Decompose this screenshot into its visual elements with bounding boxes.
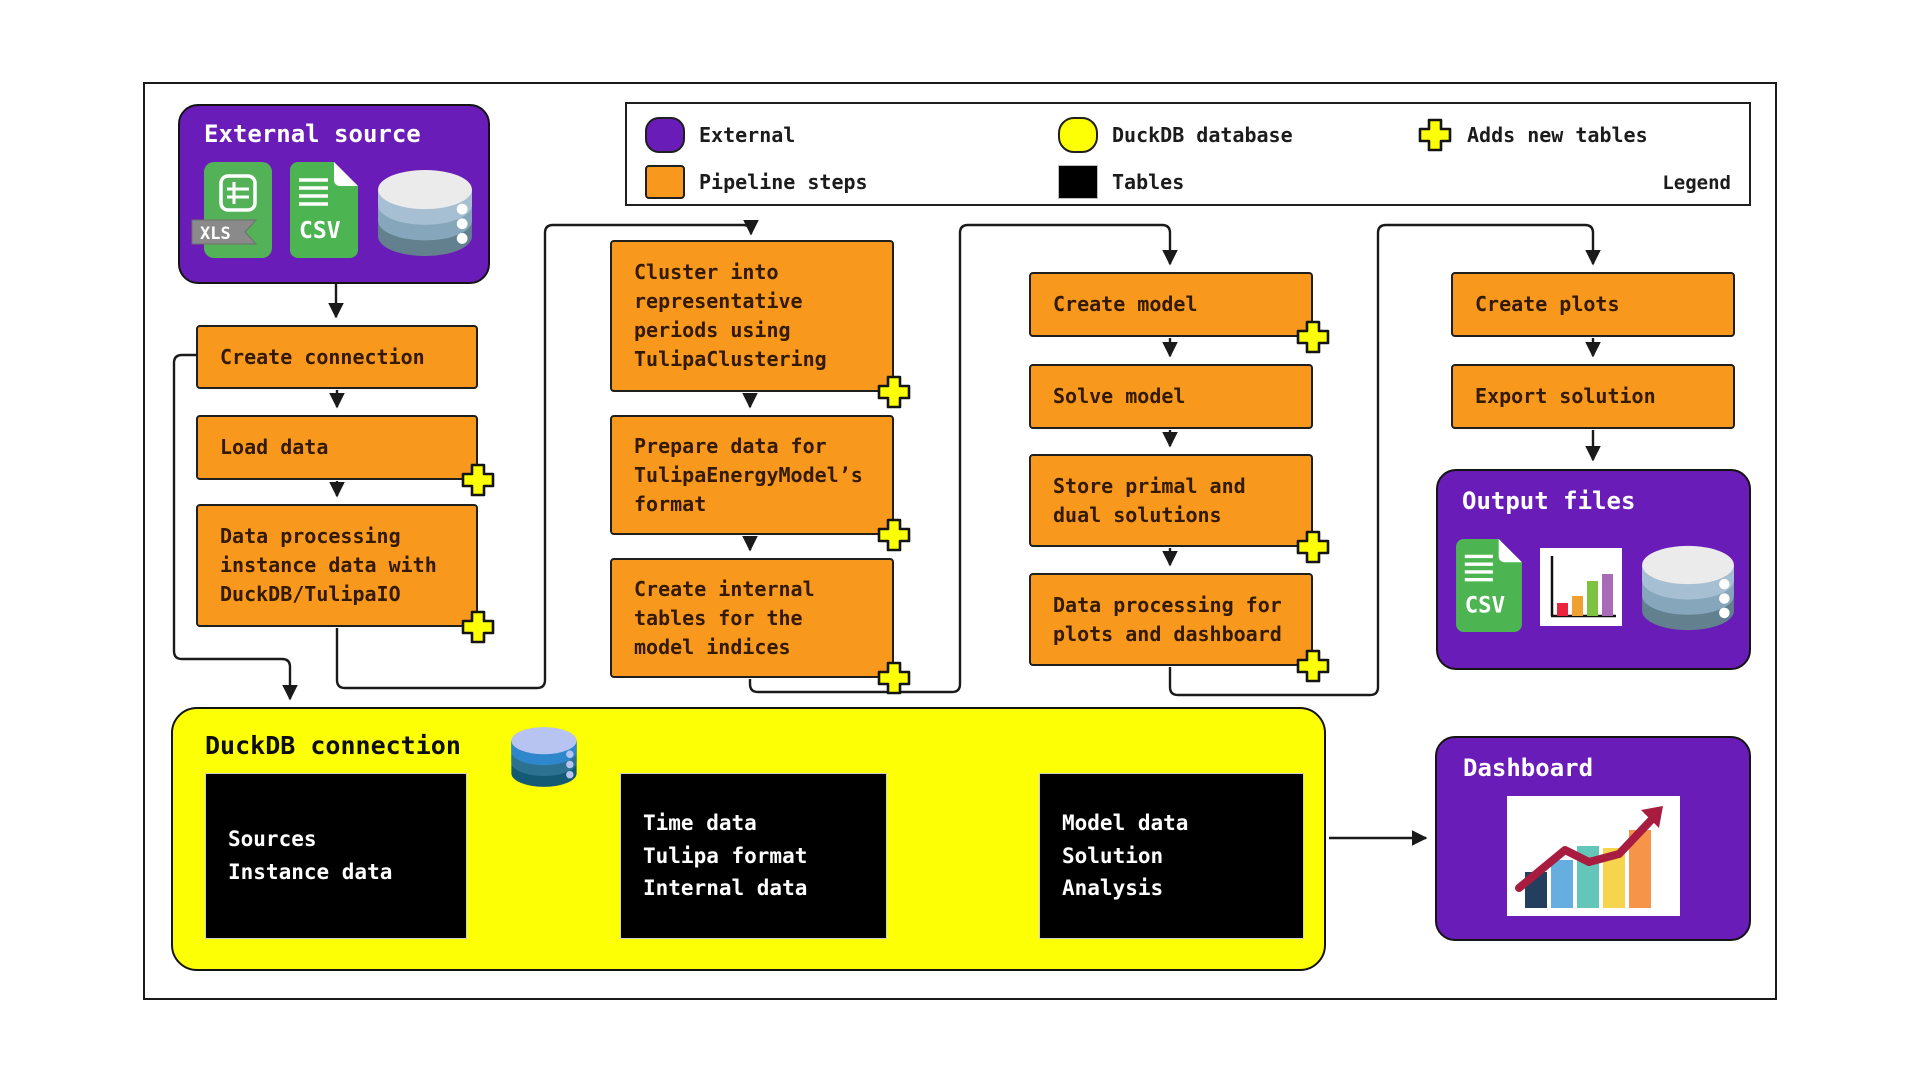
legend-item-tables: Tables — [1058, 163, 1184, 201]
table-model-data: Model data Solution Analysis — [1039, 773, 1304, 939]
legend-item-external: External — [645, 116, 795, 154]
step-internal-tables: Create internal tables for the model ind… — [610, 558, 894, 678]
legend-item-label: DuckDB database — [1112, 123, 1293, 147]
step-label: Create plots — [1475, 292, 1620, 316]
step-solve-model: Solve model — [1029, 364, 1313, 429]
csv-label: CSV — [299, 218, 341, 244]
step-label: Solve model — [1053, 384, 1186, 408]
step-label: Create connection — [220, 344, 425, 369]
table-line: Internal data — [643, 876, 808, 901]
duckdb-database-swatch — [1058, 117, 1098, 153]
database-cylinder-icon — [1642, 545, 1734, 631]
step-create-plots: Create plots — [1451, 272, 1735, 337]
trend-chart-icon — [1507, 796, 1680, 916]
legend-item-label: External — [699, 123, 796, 147]
step-data-processing: Data processing instance data with DuckD… — [196, 504, 478, 627]
plus-icon — [461, 463, 495, 497]
table-line: Tulipa format — [643, 843, 808, 868]
external-source-title: External source — [204, 120, 421, 148]
table-line: Instance data — [228, 860, 393, 884]
csv-file-icon: CSV — [1456, 539, 1522, 632]
output-files-title: Output files — [1462, 487, 1636, 515]
step-label: Load data — [220, 435, 329, 459]
external-swatch — [645, 117, 685, 153]
csv-file-icon: CSV — [290, 162, 358, 258]
legend-item-adds-new-tables: Adds new tables — [1417, 116, 1648, 154]
step-label: Data processing for plots and dashboard — [1053, 592, 1282, 646]
table-line: Time data — [643, 811, 757, 836]
plus-icon — [1418, 118, 1452, 152]
pipeline-steps-swatch — [645, 165, 685, 199]
table-line: Model data — [1062, 811, 1189, 836]
step-create-model: Create model — [1029, 272, 1313, 337]
plus-icon — [1296, 530, 1330, 564]
step-label: Create model — [1053, 292, 1198, 316]
plus-icon — [1296, 649, 1330, 683]
step-cluster: Cluster into representative periods usin… — [610, 240, 894, 392]
csv-label: CSV — [1465, 593, 1505, 619]
duckdb-connection-title: DuckDB connection — [205, 731, 461, 760]
legend-item-pipeline-steps: Pipeline steps — [645, 163, 868, 201]
legend: External Pipeline steps DuckDB database … — [625, 102, 1751, 206]
database-cylinder-icon — [511, 727, 577, 787]
table-sources: Sources Instance data — [205, 773, 467, 939]
plus-icon — [877, 518, 911, 552]
table-line: Analysis — [1062, 876, 1164, 901]
plus-icon — [1296, 320, 1330, 354]
dashboard-box: Dashboard — [1435, 736, 1751, 941]
tables-swatch — [1058, 165, 1098, 199]
table-line: Sources — [228, 827, 317, 852]
step-label: Prepare data for TulipaEnergyModel’s for… — [634, 433, 863, 516]
duckdb-connection-box: DuckDB connection Sources Instance data … — [171, 707, 1326, 971]
xls-badge-label: XLS — [200, 224, 231, 244]
step-label: Store primal and dual solutions — [1053, 473, 1246, 527]
step-export-solution: Export solution — [1451, 364, 1735, 429]
step-label: Cluster into representative periods usin… — [634, 260, 827, 371]
plus-icon — [877, 661, 911, 695]
xls-file-icon: XLS — [191, 162, 272, 258]
step-load-data: Load data — [196, 415, 478, 480]
step-label: Create internal tables for the model ind… — [634, 576, 815, 659]
external-source-box: External source XLS CSV — [178, 104, 490, 284]
database-cylinder-icon — [378, 169, 472, 257]
legend-item-label: Pipeline steps — [699, 170, 868, 194]
legend-item-label: Tables — [1112, 170, 1185, 194]
dashboard-title: Dashboard — [1463, 754, 1594, 782]
plus-icon — [461, 610, 495, 644]
diagram-border — [143, 82, 1777, 1000]
table-line: Solution — [1062, 843, 1164, 868]
step-store-solutions: Store primal and dual solutions — [1029, 454, 1313, 547]
legend-item-duckdb-database: DuckDB database — [1058, 116, 1293, 154]
legend-item-label: Adds new tables — [1467, 123, 1648, 147]
table-time-data: Time data Tulipa format Internal data — [620, 773, 887, 939]
legend-caption: Legend — [1662, 172, 1731, 194]
step-label: Export solution — [1475, 384, 1656, 408]
step-processing-plots: Data processing for plots and dashboard — [1029, 573, 1313, 666]
plus-icon — [877, 375, 911, 409]
step-prepare-data: Prepare data for TulipaEnergyModel’s for… — [610, 415, 894, 535]
bar-chart-icon — [1540, 548, 1622, 626]
step-create-connection: Create connection — [196, 325, 478, 389]
output-files-box: Output files CSV — [1436, 469, 1751, 670]
step-label: Data processing instance data with DuckD… — [220, 524, 437, 606]
